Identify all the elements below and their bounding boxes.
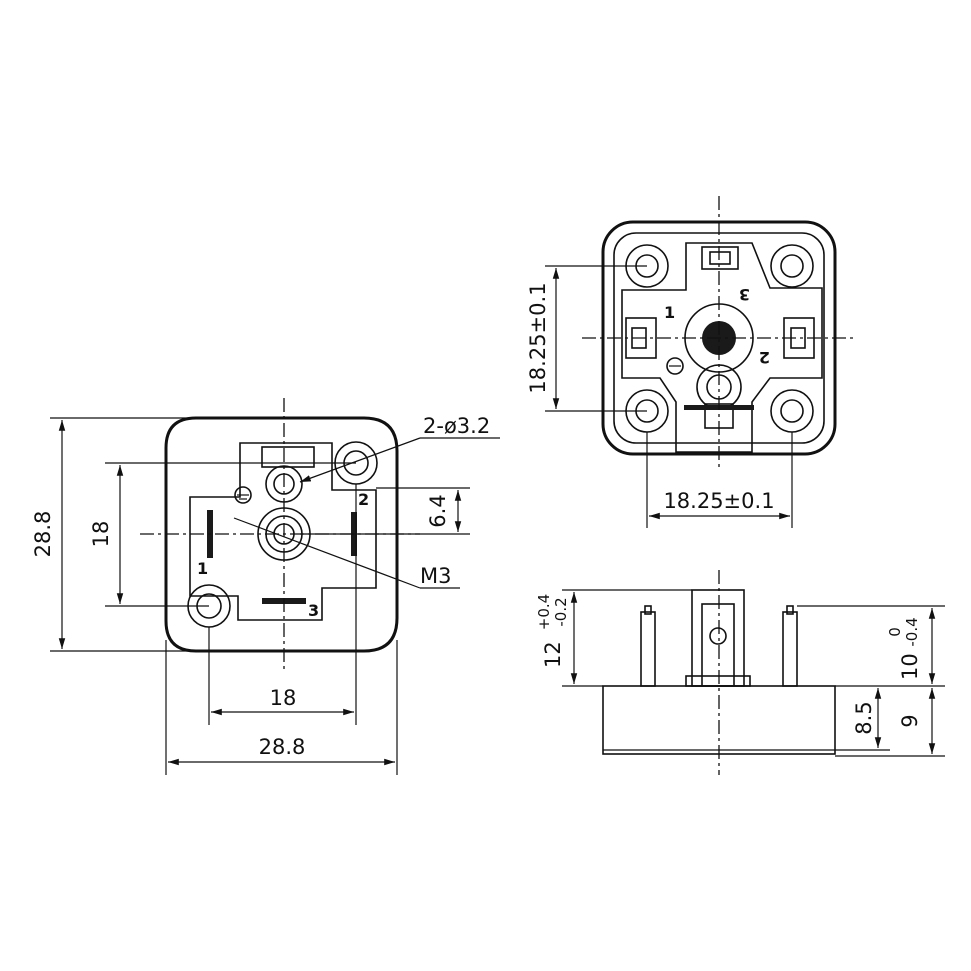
ground-symbol-icon <box>234 486 252 504</box>
front-body-outline <box>164 416 399 653</box>
side-pin-right-tip <box>786 605 794 615</box>
top-hole-br-inner <box>780 399 804 423</box>
front-pin-label-2: 2 <box>358 490 369 509</box>
dim-offset: 6.4 <box>426 494 450 527</box>
top-hole-tr <box>770 244 814 288</box>
side-pin-left-tip <box>644 605 652 615</box>
dim-overall-height: 28.8 <box>31 511 55 558</box>
dim-hole-spacing-horizontal: 18 <box>270 686 297 710</box>
front-top-block <box>261 446 315 468</box>
top-pin3 <box>701 246 739 270</box>
dim-hole-spacing-vertical: 18 <box>89 521 113 548</box>
top-pin-label-3: 3 <box>739 285 750 304</box>
top-dim-horizontal: 18.25±0.1 <box>663 489 774 513</box>
top-inner-plate <box>621 242 823 453</box>
top-ground-symbol-icon <box>666 357 684 375</box>
top-hole-br <box>770 389 814 433</box>
top-hole-tr-inner <box>780 254 804 278</box>
front-view: 1 2 3 28.8 18 2-ø3.2 6.4 M3 <box>31 398 500 775</box>
top-dim-vertical: 18.25±0.1 <box>526 282 550 393</box>
side-dim-pin-length-upper: 0 <box>886 627 904 637</box>
hole-callout: 2-ø3.2 <box>423 414 490 438</box>
side-center-block-inner <box>701 603 735 687</box>
side-dim-pin-height: 12 <box>541 641 565 668</box>
side-view: 12 +0.4 -0.2 10 0 -0.4 8.5 9 <box>535 570 945 775</box>
top-view: 1 2 3 18.25±0.1 18.25±0.1 <box>526 196 856 528</box>
side-dim-pin-height-lower: -0.2 <box>552 597 570 626</box>
side-dim-pin-height-upper: +0.4 <box>535 594 553 630</box>
dim-overall-width: 28.8 <box>259 735 306 759</box>
side-pin-left <box>640 611 656 687</box>
side-dim-pin-length: 10 <box>898 653 922 680</box>
top-pin-label-1: 1 <box>664 303 675 322</box>
leader-m3 <box>233 517 421 589</box>
front-pin-label-3: 3 <box>308 601 319 620</box>
front-inner-plate <box>189 442 377 621</box>
side-dim-body-a: 8.5 <box>852 701 876 734</box>
top-pin-label-2: 2 <box>759 348 770 367</box>
side-center-hole <box>709 627 727 645</box>
screw-callout: M3 <box>420 564 451 588</box>
side-dim-pin-length-lower: -0.4 <box>903 617 921 646</box>
side-pin-right <box>782 611 798 687</box>
top-pin3-inner <box>709 251 731 265</box>
front-pin-label-1: 1 <box>197 559 208 578</box>
side-center-base <box>685 675 751 687</box>
side-dim-body-b: 9 <box>898 714 922 727</box>
leader-hole <box>299 437 421 483</box>
